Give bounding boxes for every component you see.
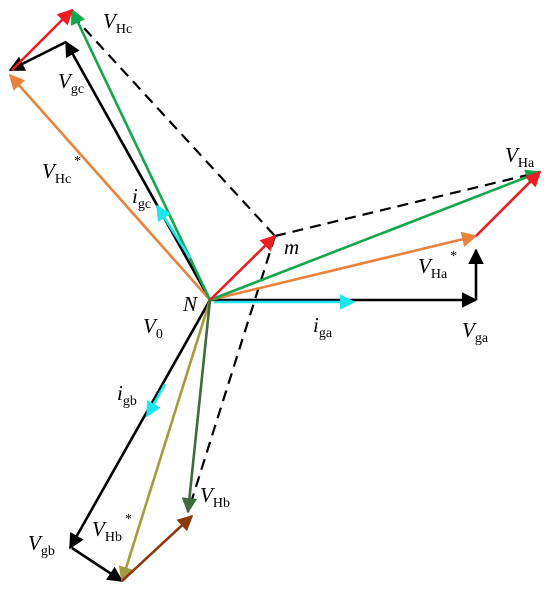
vhb-star-vector — [118, 299, 212, 583]
label-v-hb: VHb — [200, 483, 230, 511]
label-n: N — [182, 292, 198, 316]
vhb-vector — [181, 299, 212, 514]
red-c-vector — [11, 8, 74, 71]
red-n-to-m-vector — [209, 234, 277, 301]
vha-vector — [209, 169, 542, 302]
igc-vector — [155, 204, 192, 259]
brown-b-vector — [121, 514, 194, 582]
dashed-line-hc-to-m — [71, 14, 276, 237]
label-v-gc: Vgc — [58, 69, 84, 97]
label-v-gb: Vgb — [28, 531, 55, 559]
vgb-vector — [68, 299, 212, 550]
vhc-star-vector — [8, 73, 211, 301]
vgb-to-tip-vector — [71, 546, 124, 583]
label-m: m — [284, 235, 299, 259]
label-v-ha: VHa — [505, 143, 535, 171]
label-v-hc-star: VHc* — [42, 154, 81, 187]
label-i-gb: igb — [117, 381, 137, 409]
red-a-vector — [475, 170, 542, 237]
vha-star-vector — [209, 231, 478, 302]
dashed-line-m-to-ha — [274, 170, 541, 238]
dashed-line-m-to-hb — [186, 235, 277, 513]
vgc-vector — [64, 40, 212, 301]
label-v-hc: VHc — [103, 9, 132, 37]
label-v-ha-star: VHa* — [418, 249, 457, 282]
igb-vector — [145, 383, 167, 418]
label-v-0: V0 — [143, 314, 163, 342]
label-v-ga: Vga — [462, 318, 489, 346]
label-i-gc: igc — [132, 184, 151, 212]
vc-connector-vector — [8, 40, 67, 72]
label-i-ga: iga — [313, 313, 333, 341]
label-v-hb-star: VHb* — [92, 512, 132, 545]
